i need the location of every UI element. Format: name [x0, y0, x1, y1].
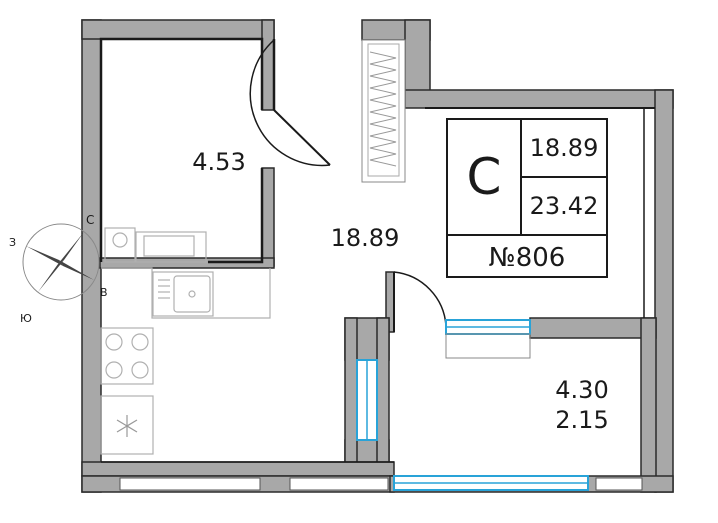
wall-top-right — [404, 89, 674, 109]
compass-needle-w — [26, 246, 63, 266]
bathroom-outline — [99, 37, 264, 262]
compass-south: Ю — [20, 312, 32, 325]
wall-bathroom-right-upper — [261, 19, 275, 111]
fridge — [100, 395, 154, 455]
compass-needle-s — [38, 260, 64, 292]
living-area-value: 18.89 — [520, 120, 608, 178]
burner-1-icon — [105, 333, 123, 351]
windows — [119, 39, 643, 491]
bathroom-area-label: 4.53 — [192, 148, 245, 176]
compass-needle-n — [58, 232, 84, 264]
burner-3-icon — [105, 361, 123, 379]
washer-drum-icon — [112, 232, 128, 248]
apartment-info-box: С 18.89 23.42 №806 — [446, 118, 608, 278]
bathroom-door-swing — [249, 39, 331, 167]
wall-top-bathroom — [81, 19, 275, 40]
main-room-area-label: 18.89 — [331, 224, 400, 252]
wall-bottom — [81, 461, 395, 477]
inner-lines — [99, 37, 655, 463]
compass-north: С — [86, 213, 94, 227]
balcony-sill — [445, 333, 531, 359]
balcony-reduced-area-label: 2.15 — [555, 406, 608, 434]
top-window-frame — [361, 39, 406, 183]
compass-ring — [22, 223, 100, 301]
compass-east: В — [100, 286, 108, 299]
bottom-frame-right — [595, 477, 643, 491]
balcony-door-swing — [393, 271, 447, 327]
bathroom-outline-lower — [208, 168, 264, 264]
balcony-area-label: 4.30 — [555, 376, 608, 404]
compass-needle-e — [59, 260, 94, 280]
apartment-type-letter: С — [448, 120, 522, 234]
total-area-value: 23.42 — [529, 191, 599, 220]
kitchen-sink-cabinet — [152, 271, 214, 317]
snowflake-icon — [116, 415, 138, 437]
bath-sink — [143, 235, 195, 257]
bottom-frame-mid — [289, 477, 389, 491]
apartment-number: №806 — [448, 234, 606, 280]
wall-right — [654, 89, 674, 493]
bath-cabinet — [135, 231, 207, 263]
radiator — [367, 43, 400, 177]
compass-west: З — [9, 236, 16, 249]
wall-partition-left — [344, 317, 358, 465]
wall-bathroom-bottom — [99, 257, 275, 269]
bathroom-door-leaf — [273, 109, 331, 166]
kitchen-sink-bowl — [173, 275, 211, 313]
wall-balcony-top — [529, 317, 657, 339]
kitchen-counter-outline — [101, 267, 271, 319]
bottom-frame-left — [119, 477, 261, 491]
burner-2-icon — [131, 333, 149, 351]
compass: С З В Ю — [9, 213, 108, 325]
wall-balcony-inner-right — [640, 317, 657, 493]
radiator-fins — [369, 51, 397, 167]
wall-partition-right — [376, 317, 390, 465]
stove — [100, 327, 154, 385]
fixtures — [100, 227, 271, 455]
wall-bathroom-right-lower — [261, 167, 275, 267]
doors — [249, 39, 447, 332]
faucet-icon — [188, 290, 196, 298]
bath-washer — [104, 227, 136, 263]
burner-4-icon — [131, 361, 149, 379]
